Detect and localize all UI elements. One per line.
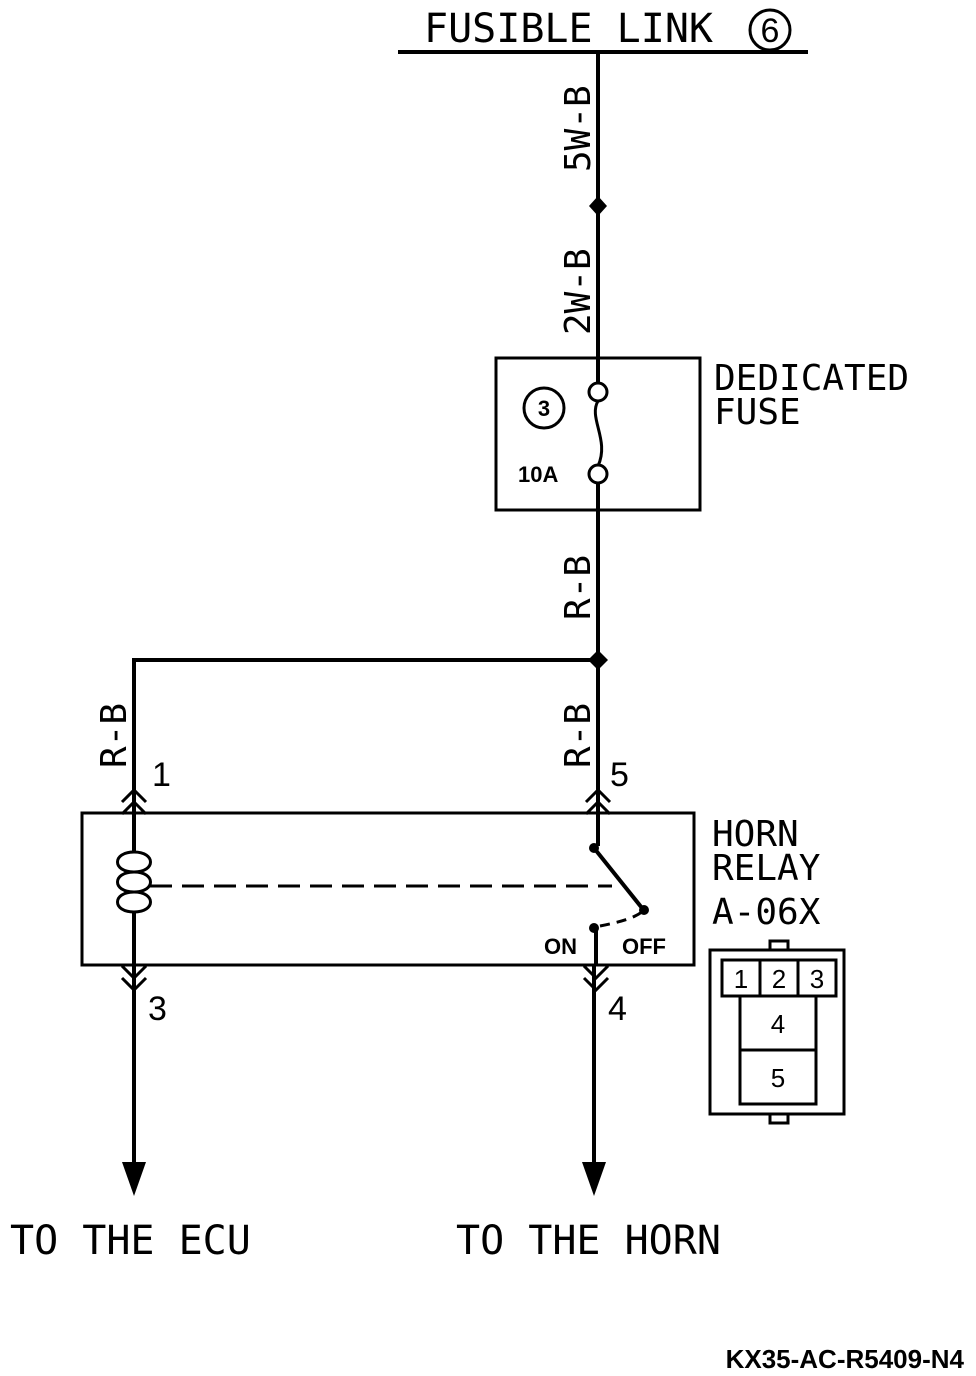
fuse-terminal-bottom — [587, 463, 609, 485]
destination-ecu: TO THE ECU — [10, 1218, 251, 1264]
coil-turn-1 — [116, 850, 152, 874]
switch-off-label: OFF — [622, 934, 666, 959]
wire-label-r-b-right: R-B — [558, 703, 599, 768]
relay-pin-4: 4 — [608, 990, 627, 1028]
terminal-chevron-pin1 — [120, 787, 148, 816]
arrow-to-horn — [582, 1162, 606, 1196]
fuse-number: 3 — [538, 396, 550, 421]
relay-pin-3: 3 — [148, 990, 167, 1028]
connector-key-bottom — [768, 1112, 790, 1125]
connector-label-3: 3 — [810, 964, 824, 994]
connector-label-2: 2 — [772, 964, 786, 994]
fuse-terminal-top — [587, 381, 609, 403]
relay-connector-face: 1 2 3 4 5 — [708, 939, 846, 1125]
splice-dot-upper — [589, 196, 607, 216]
fuse-label-line1: DEDICATED — [714, 358, 909, 399]
destination-horn: TO THE HORN — [456, 1218, 721, 1264]
arrow-to-ecu — [122, 1162, 146, 1196]
wire-label-5w-b: 5W-B — [558, 85, 599, 172]
relay-label-line1: HORN — [712, 814, 799, 855]
connector-label-4: 4 — [771, 1009, 785, 1039]
connector-cell-5 — [738, 1048, 818, 1106]
terminal-chevron-pin5 — [584, 787, 612, 816]
fuse-element — [593, 400, 604, 467]
fuse-number-circle — [522, 386, 566, 430]
relay-pin-5: 5 — [610, 756, 629, 794]
fuse-rating: 10A — [518, 462, 558, 487]
relay-off-dashed — [599, 908, 646, 928]
switch-blade — [592, 846, 644, 910]
connector-label-1: 1 — [734, 964, 748, 994]
switch-on-label: ON — [544, 934, 577, 959]
switch-off-contact — [639, 905, 649, 915]
fuse-label-line2: FUSE — [714, 392, 801, 433]
relay-pin-1: 1 — [152, 756, 171, 794]
fusible-link-label: FUSIBLE LINK — [424, 6, 713, 52]
wire-label-r-b-fuse: R-B — [558, 555, 599, 620]
connector-label-5: 5 — [771, 1063, 785, 1093]
splice-dot-lower — [588, 650, 608, 670]
wire-label-2w-b: 2W-B — [558, 248, 599, 335]
coil-turn-3 — [116, 890, 152, 914]
relay-label-line2: RELAY — [712, 848, 821, 889]
coil-turn-2 — [116, 870, 152, 894]
wire-label-r-b-left: R-B — [94, 703, 135, 768]
fusible-link-number: 6 — [761, 12, 780, 50]
diagram-code: KX35-AC-R5409-N4 — [726, 1344, 965, 1374]
horn-relay-box — [80, 811, 696, 967]
relay-label-line3: A-06X — [712, 892, 821, 933]
connector-key-top — [768, 939, 790, 952]
